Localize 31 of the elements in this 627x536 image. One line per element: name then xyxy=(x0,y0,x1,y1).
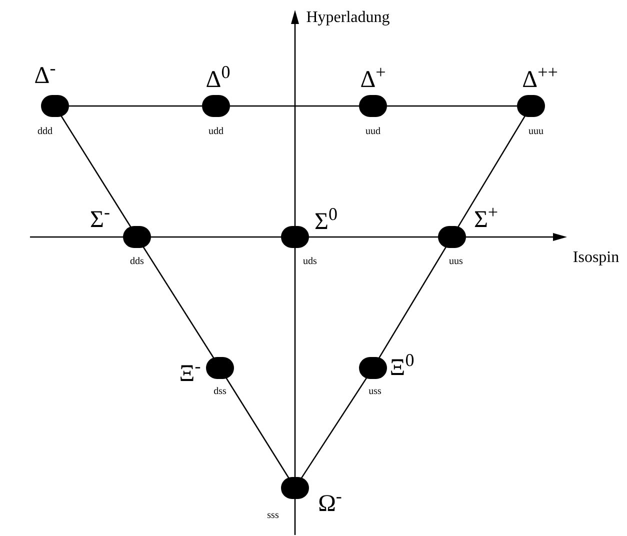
quark-content: dds xyxy=(130,257,144,267)
particle-symbol: Σ$^{-}$ xyxy=(90,208,110,232)
axis-label: Hyperladung xyxy=(306,10,390,26)
particle-symbol: Δ$^{0}$ xyxy=(206,68,230,92)
quark-content: uds xyxy=(303,257,317,267)
connector-line xyxy=(378,246,447,358)
quark-content: uus xyxy=(449,257,463,267)
connector-line xyxy=(230,105,359,107)
connector-line xyxy=(142,246,214,358)
particle-symbol: Δ$^{+}$ xyxy=(360,68,386,92)
particle-symbol: Ξ$^{0}$ xyxy=(390,356,414,380)
axis-label: Isospin xyxy=(572,250,620,266)
quark-content: uss xyxy=(368,387,382,397)
particle-symbol: Ξ$^{-}$ xyxy=(179,362,201,386)
quark-content: dss xyxy=(214,387,226,397)
quark-content: sss xyxy=(267,511,279,521)
connector-line xyxy=(69,105,202,107)
connector-line xyxy=(457,116,526,228)
quark-content: ddd xyxy=(38,127,52,137)
particle-symbol: Δ$^{-}$ xyxy=(34,64,56,88)
connector-line xyxy=(226,378,290,478)
particle-symbol: Σ$^{+}$ xyxy=(474,208,498,232)
quark-content: uud xyxy=(366,127,380,137)
particle-symbol: Δ$^{++}$ xyxy=(522,68,558,92)
quark-content: udd xyxy=(208,127,224,137)
connector-line xyxy=(300,377,368,479)
connector-line xyxy=(60,116,132,228)
particle-symbol: Ω$^{-}$ xyxy=(318,492,342,516)
quark-content: uuu xyxy=(528,127,544,137)
particle-symbol: Σ$^{0}$ xyxy=(314,210,338,234)
connector-line xyxy=(387,105,517,107)
